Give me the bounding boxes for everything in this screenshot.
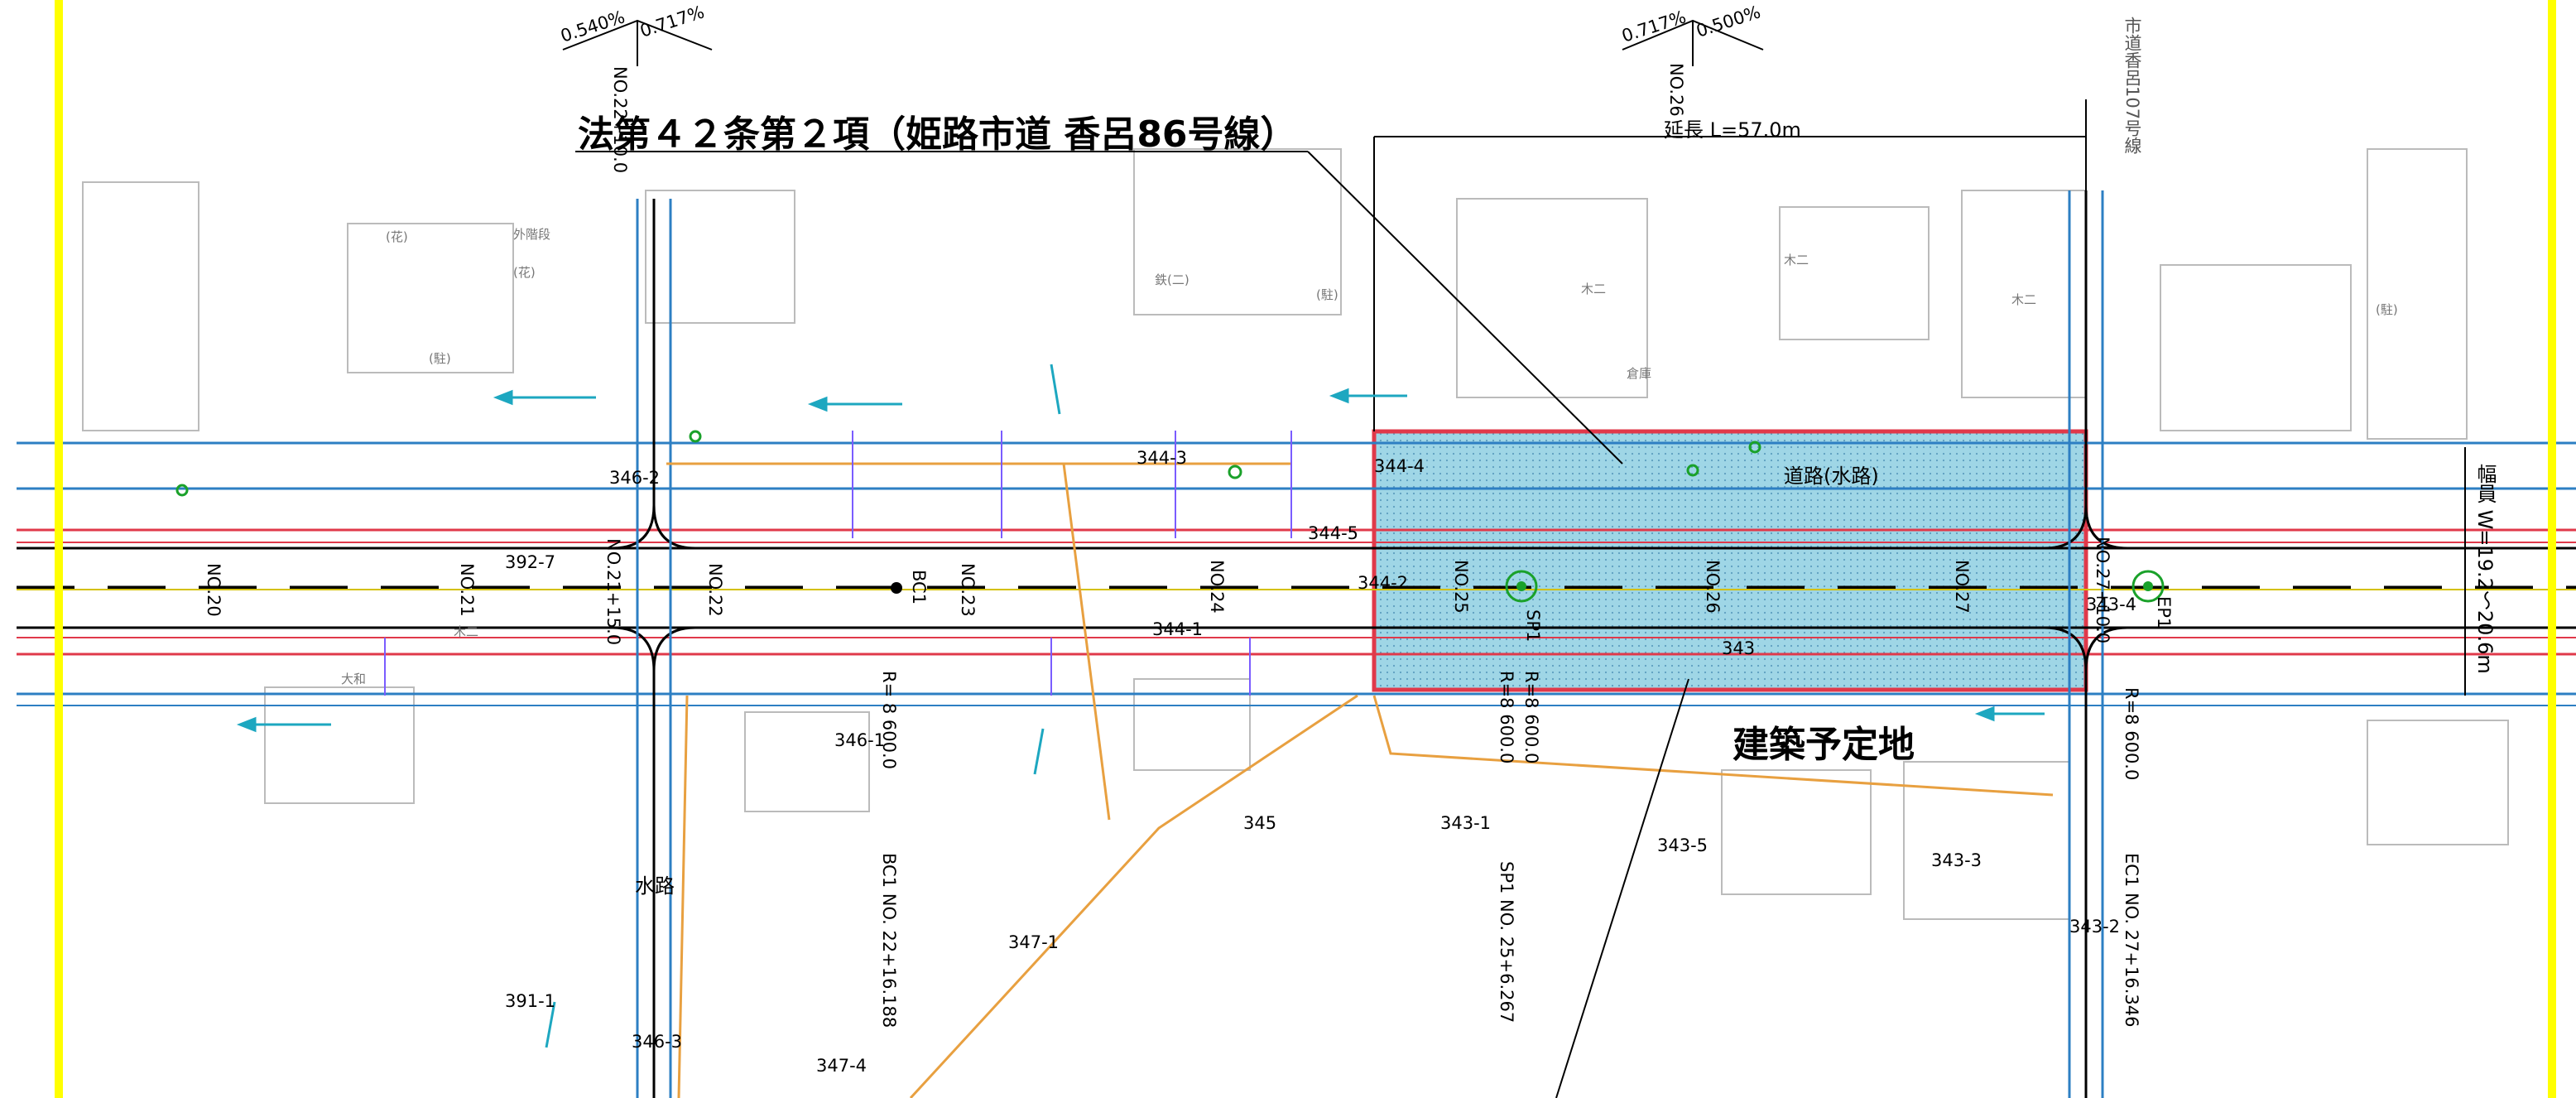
- lot-392-7: 392-7: [505, 552, 556, 572]
- lot-boundaries: [666, 462, 2054, 1098]
- minor-label-2: 外階段: [513, 227, 551, 242]
- lot-344-1: 344-1: [1152, 619, 1204, 639]
- plan-title: 法第４２条第２項（姫路市道 香呂86号線）: [578, 113, 1297, 156]
- background-buildings: [82, 148, 2509, 920]
- minor-label-3: (花): [513, 265, 536, 280]
- station-no27: NO.27: [1952, 560, 1972, 614]
- minor-label-1: (花): [386, 229, 408, 244]
- ec1-station: EC1 NO. 27+16.346: [2122, 853, 2141, 1028]
- station-no22: NO.22: [705, 563, 725, 617]
- flow-arrows: [236, 364, 2045, 1048]
- radius-label-4: R=8 600.0: [2122, 687, 2141, 781]
- frame-left: [55, 0, 63, 1098]
- waterway-label: 道路(水路): [1784, 465, 1879, 488]
- lot-346-3: 346-3: [632, 1032, 683, 1052]
- radius-label-3: R=8 600.0: [1521, 671, 1541, 764]
- station-no21-15: NO.21+15.0: [603, 538, 623, 646]
- station-no27-10: NO.27+10.0: [2093, 537, 2112, 644]
- lot-344-2: 344-2: [1358, 573, 1409, 593]
- construction-site-label: 建築予定地: [1733, 724, 1915, 766]
- lot-344-4: 344-4: [1374, 456, 1425, 476]
- minor-label-11: 鉄(二): [1155, 272, 1189, 287]
- radius-label-2: R=8 600.0: [1497, 671, 1516, 764]
- side-roads: [612, 190, 2128, 1098]
- bc1-point-label: BC1: [909, 570, 929, 605]
- minor-label-8: 倉庫: [1627, 366, 1652, 381]
- minor-label-9: 木二: [1784, 253, 1809, 267]
- station-no21: NO.21: [457, 563, 477, 617]
- lot-343-3: 343-3: [1931, 850, 1982, 870]
- gradient-marks: [562, 19, 2466, 696]
- lot-344-3: 344-3: [1137, 448, 1188, 468]
- station-no24: NO.24: [1207, 560, 1227, 614]
- ep1-point-label: EP1: [2154, 596, 2174, 629]
- lot-391-1: 391-1: [505, 991, 556, 1011]
- frame-right: [2548, 0, 2556, 1098]
- leader-lines: [575, 99, 2087, 1098]
- construction-site-area: [1372, 429, 2088, 692]
- sp1-point-label: SP1: [1523, 609, 1543, 643]
- sp1-station: SP1 NO. 25+6.267: [1497, 861, 1516, 1023]
- minor-label-5: (駐): [1316, 287, 1338, 302]
- radius-label-1: R= 8 600.0: [879, 671, 899, 770]
- grade-station-left: NO.22+10.0: [610, 66, 630, 174]
- extension-label: 延長 L=57.0m: [1664, 118, 1801, 142]
- station-no20: NO.20: [204, 563, 223, 617]
- station-no26: NO.26: [1703, 560, 1723, 614]
- minor-label-4: (駐): [429, 351, 451, 366]
- lot-346-1: 346-1: [834, 730, 886, 750]
- lot-343-2: 343-2: [2069, 917, 2121, 937]
- bc1-station: BC1 NO. 22+16.188: [879, 853, 899, 1028]
- width-label: 幅員 W=19.2～20.6m: [2473, 464, 2497, 674]
- lot-343-4: 343-4: [2086, 595, 2137, 614]
- height-marks: [384, 431, 1292, 696]
- minor-label-12: 大和: [341, 672, 367, 686]
- lot-343: 343: [1722, 638, 1756, 658]
- station-markers: [175, 430, 2165, 603]
- lot-345: 345: [1243, 813, 1277, 833]
- road-name-right: 市道香呂107号線: [2122, 17, 2142, 155]
- lot-344-5: 344-5: [1308, 523, 1359, 543]
- road-lines: [17, 441, 2576, 706]
- minor-label-6: (駐): [2376, 302, 2398, 317]
- station-no25: NO.25: [1451, 560, 1471, 614]
- lot-347-1: 347-1: [1008, 932, 1060, 952]
- lot-343-1: 343-1: [1440, 813, 1492, 833]
- waterway-name-label: 水路: [635, 874, 675, 898]
- lot-347-4: 347-4: [816, 1056, 867, 1076]
- minor-label-7: 木二: [1581, 282, 1607, 296]
- lot-343-5: 343-5: [1657, 836, 1709, 855]
- minor-label-10: 木二: [2011, 292, 2037, 307]
- minor-label-13: 木二: [454, 624, 479, 639]
- station-no23: NO.23: [958, 563, 978, 617]
- lot-346-2: 346-2: [609, 468, 661, 488]
- grade-station-right: NO.26: [1666, 63, 1686, 117]
